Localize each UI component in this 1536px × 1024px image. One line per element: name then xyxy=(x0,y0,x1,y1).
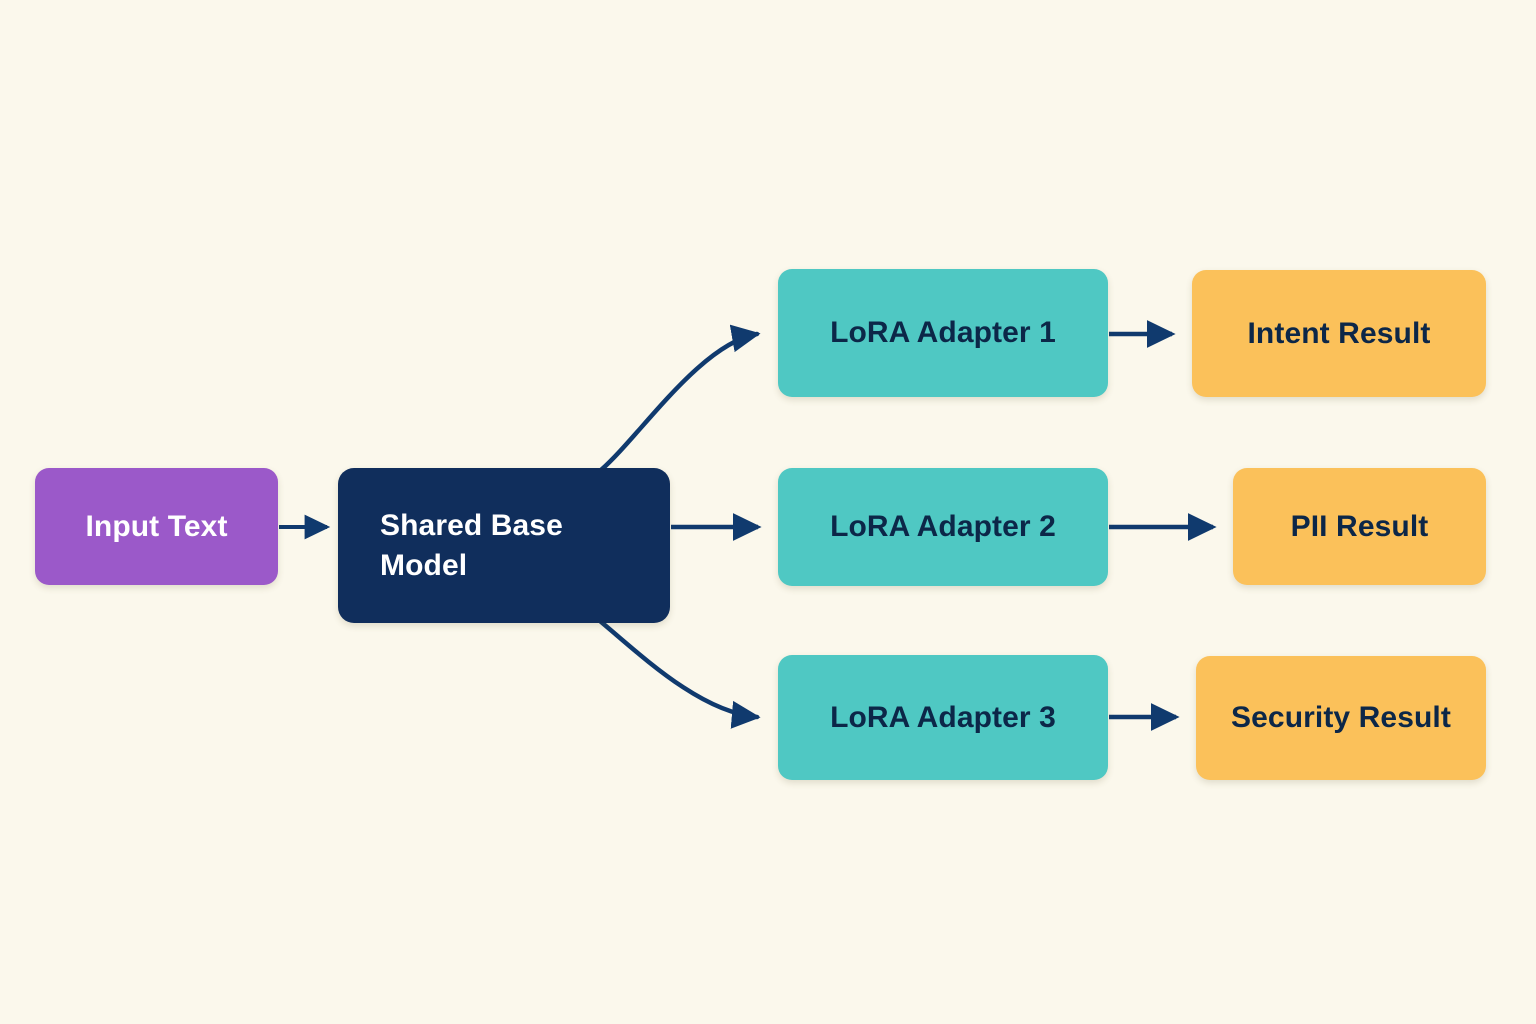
node-input-text-label: Input Text xyxy=(85,509,228,543)
node-pii-result-label: PII Result xyxy=(1290,509,1429,543)
node-lora-adapter-1-label: LoRA Adapter 1 xyxy=(830,316,1056,349)
node-shared-base-model-label-line1: Shared Base xyxy=(380,508,563,542)
node-shared-base-model-label: Shared Base Model xyxy=(380,506,670,585)
node-intent-result-label: Intent Result xyxy=(1247,316,1431,350)
node-lora-adapter-2[interactable]: LoRA Adapter 2 xyxy=(778,468,1108,586)
node-security-result[interactable]: Security Result xyxy=(1196,656,1486,780)
node-input-text[interactable]: Input Text xyxy=(35,468,278,585)
node-lora-adapter-3[interactable]: LoRA Adapter 3 xyxy=(778,655,1108,780)
node-shared-base-model-label-line2: Model xyxy=(380,548,468,582)
node-lora-adapter-3-label: LoRA Adapter 3 xyxy=(830,700,1056,734)
node-pii-result[interactable]: PII Result xyxy=(1233,468,1486,585)
node-lora-adapter-1[interactable]: LoRA Adapter 1 xyxy=(778,269,1108,397)
edge-base-to-adapter-1 xyxy=(598,324,761,473)
edge-base-to-adapter-3 xyxy=(597,618,761,729)
node-security-result-label: Security Result xyxy=(1231,701,1451,734)
node-lora-adapter-2-label: LoRA Adapter 2 xyxy=(830,510,1056,543)
node-shared-base-model[interactable]: Shared Base Model xyxy=(338,468,670,623)
node-intent-result[interactable]: Intent Result xyxy=(1192,270,1486,397)
